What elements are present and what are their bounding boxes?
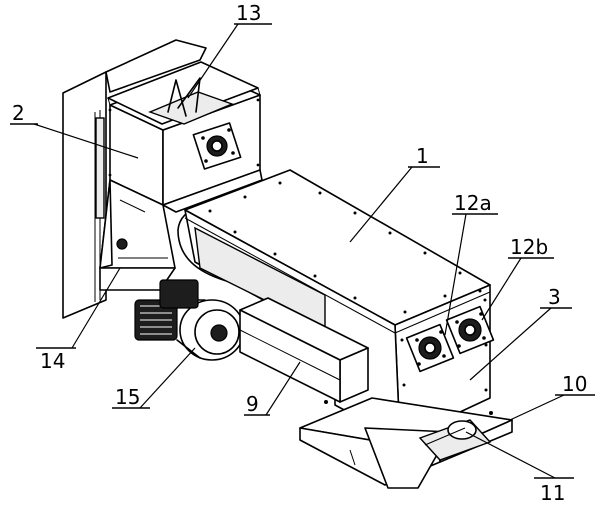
leader-lines: [10, 23, 595, 479]
part-labels: 13 2 1 12a 12b 3 10 11 14 15 9: [12, 1, 587, 505]
hopper-box: [107, 61, 261, 206]
chute-frame: [99, 169, 263, 291]
label-12a: 12a: [454, 191, 492, 215]
gearbox: [239, 297, 369, 403]
label-10: 10: [562, 372, 587, 396]
label-1: 1: [416, 144, 429, 168]
label-13: 13: [236, 1, 261, 25]
bearing-12b: [445, 305, 495, 355]
label-12b: 12b: [510, 235, 548, 259]
label-15: 15: [115, 385, 140, 409]
back-plate: [62, 39, 207, 319]
label-3: 3: [548, 285, 561, 309]
label-11: 11: [540, 481, 565, 505]
discharge-outlet: [418, 419, 492, 461]
label-9: 9: [246, 392, 259, 416]
bearing-12a: [405, 323, 455, 373]
motor: [134, 279, 245, 361]
label-14: 14: [40, 349, 65, 373]
label-2: 2: [12, 101, 25, 125]
